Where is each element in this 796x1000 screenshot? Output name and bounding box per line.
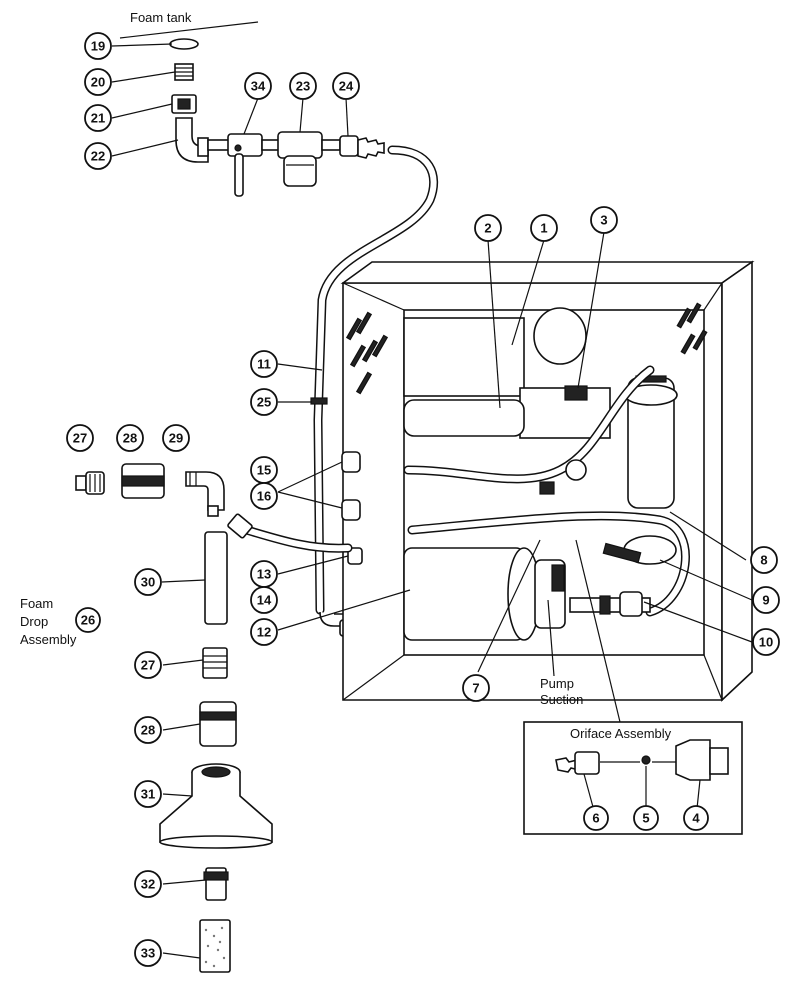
- svg-text:14: 14: [257, 593, 272, 608]
- callout-33: 33: [134, 939, 162, 967]
- oriface-assembly-label: Oriface Assembly: [570, 726, 672, 741]
- svg-text:9: 9: [762, 593, 769, 608]
- callout-9: 9: [752, 586, 780, 614]
- svg-text:24: 24: [339, 79, 354, 94]
- svg-text:22: 22: [91, 149, 105, 164]
- svg-text:1: 1: [540, 221, 547, 236]
- svg-text:15: 15: [257, 463, 271, 478]
- svg-text:13: 13: [257, 567, 271, 582]
- callout-30: 30: [134, 568, 162, 596]
- svg-text:20: 20: [91, 75, 105, 90]
- callout-29: 29: [162, 424, 190, 452]
- foam-drop-label-2: Drop: [20, 614, 48, 629]
- svg-text:27: 27: [141, 658, 155, 673]
- svg-text:4: 4: [692, 811, 700, 826]
- callout-1: 1: [530, 214, 558, 242]
- svg-text:32: 32: [141, 877, 155, 892]
- svg-text:23: 23: [296, 79, 310, 94]
- callout-3: 3: [590, 206, 618, 234]
- callout-16: 16: [250, 482, 278, 510]
- foam-tank-label: Foam tank: [130, 10, 192, 25]
- pump-suction-label-2: Suction: [540, 692, 583, 707]
- callout-20: 20: [84, 68, 112, 96]
- callout-13: 13: [250, 560, 278, 588]
- foam-drop-label-3: Assembly: [20, 632, 77, 647]
- callout-25: 25: [250, 388, 278, 416]
- svg-text:5: 5: [642, 811, 649, 826]
- callout-27-top: 27: [66, 424, 94, 452]
- callout-26: 26: [75, 607, 101, 633]
- callout-8: 8: [750, 546, 778, 574]
- svg-text:7: 7: [472, 681, 479, 696]
- callout-21: 21: [84, 104, 112, 132]
- svg-text:34: 34: [251, 79, 266, 94]
- svg-text:25: 25: [257, 395, 271, 410]
- callout-28-top: 28: [116, 424, 144, 452]
- callout-28-bottom: 28: [134, 716, 162, 744]
- leader-lines: [111, 43, 753, 959]
- svg-text:29: 29: [169, 431, 183, 446]
- callout-19: 19: [84, 32, 112, 60]
- callout-5: 5: [633, 805, 659, 831]
- svg-text:28: 28: [141, 723, 155, 738]
- callout-10: 10: [752, 628, 780, 656]
- svg-text:31: 31: [141, 787, 155, 802]
- callout-6: 6: [583, 805, 609, 831]
- svg-text:27: 27: [73, 431, 87, 446]
- callout-15: 15: [250, 456, 278, 484]
- callout-11: 11: [250, 350, 278, 378]
- supply-hose: [310, 145, 439, 637]
- svg-text:19: 19: [91, 39, 105, 54]
- svg-text:16: 16: [257, 489, 271, 504]
- callout-2: 2: [474, 214, 502, 242]
- callout-23: 23: [289, 72, 317, 100]
- svg-text:3: 3: [600, 213, 607, 228]
- callout-12: 12: [250, 618, 278, 646]
- svg-text:26: 26: [81, 613, 95, 628]
- svg-text:10: 10: [759, 635, 773, 650]
- foam-tank-fittings: Foam tank: [119, 10, 385, 197]
- svg-text:21: 21: [91, 111, 105, 126]
- callout-32: 32: [134, 870, 162, 898]
- callout-14: 14: [250, 586, 278, 614]
- callout-22: 22: [84, 142, 112, 170]
- foam-drop-parts: Foam Drop Assembly: [20, 463, 273, 973]
- callout-7: 7: [462, 674, 490, 702]
- svg-text:33: 33: [141, 946, 155, 961]
- oriface-assembly-inset: Oriface Assembly: [523, 721, 743, 835]
- callout-4: 4: [683, 805, 709, 831]
- pump-suction-label-1: Pump: [540, 676, 574, 691]
- callout-31: 31: [134, 780, 162, 808]
- callout-24: 24: [332, 72, 360, 100]
- svg-text:8: 8: [760, 553, 767, 568]
- foam-drop-label-1: Foam: [20, 596, 53, 611]
- svg-text:2: 2: [484, 221, 491, 236]
- callout-34: 34: [244, 72, 272, 100]
- svg-text:11: 11: [257, 357, 271, 372]
- svg-text:6: 6: [592, 811, 599, 826]
- svg-text:30: 30: [141, 575, 155, 590]
- callout-27-bottom: 27: [134, 651, 162, 679]
- svg-text:28: 28: [123, 431, 137, 446]
- svg-text:12: 12: [257, 625, 271, 640]
- pump-cabinet: [227, 260, 755, 702]
